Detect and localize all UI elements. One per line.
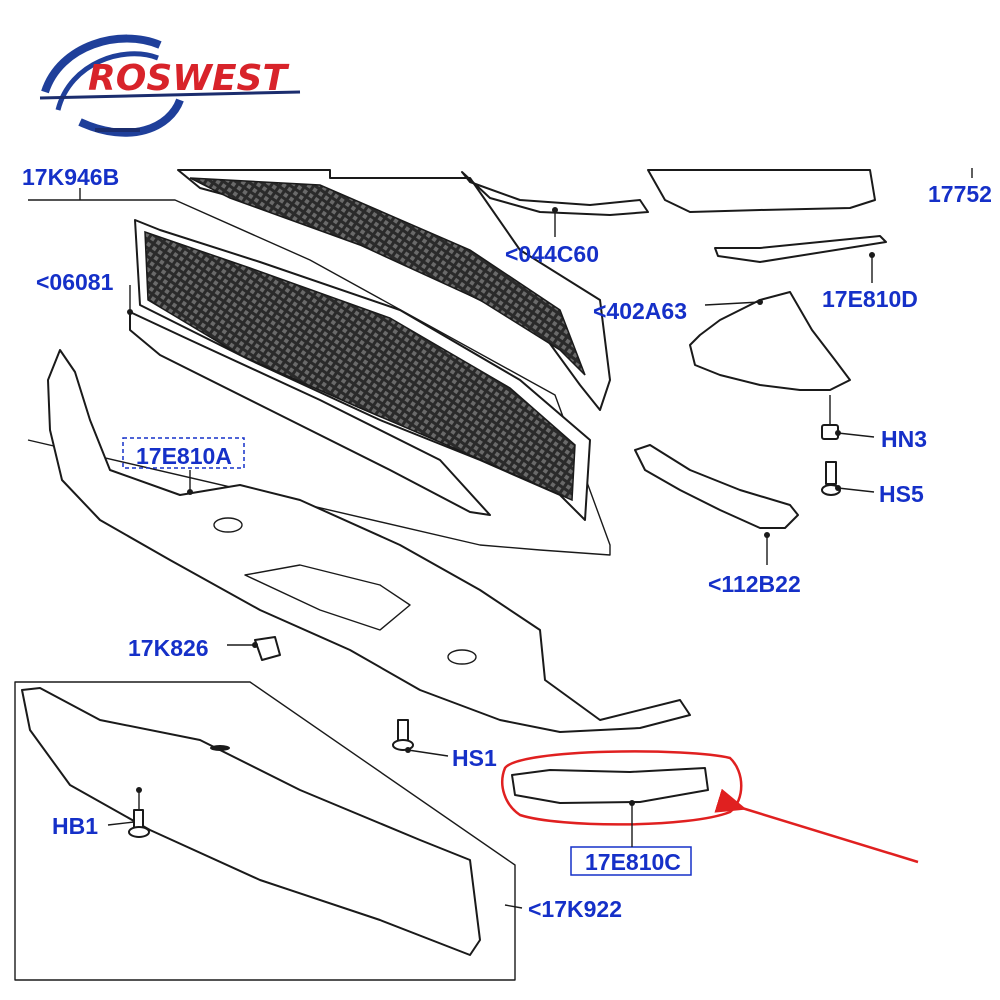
moulding-17E810D-part — [714, 235, 887, 263]
callout-labels: 17K946B <044C60 17752 <06081 17E810D <40… — [22, 164, 992, 922]
fastener-stack — [821, 395, 841, 496]
callout-17E810D: 17E810D — [822, 286, 918, 312]
callout-17E810C: 17E810C — [585, 849, 681, 875]
grille-group-frame — [27, 199, 611, 556]
callout-17K946B: 17K946B — [22, 164, 119, 190]
callout-HB1: HB1 — [52, 813, 98, 839]
callout-112B22: <112B22 — [708, 571, 801, 597]
callout-box-17E810A — [122, 437, 245, 469]
clip-17K826-part — [254, 636, 281, 661]
callout-box-17E810C — [570, 846, 692, 876]
callout-17E810A: 17E810A — [136, 443, 232, 469]
callout-17K922: <17K922 — [528, 896, 622, 922]
moulding-17E810C-part — [511, 767, 709, 804]
callout-17752: 17752 — [928, 181, 992, 207]
roswest-logo: ROSWEST — [39, 34, 301, 137]
logo-text: ROSWEST — [88, 58, 289, 99]
callout-HS5: HS5 — [879, 481, 924, 507]
fog-lamp-bezel-part — [461, 171, 649, 216]
panel-hole-left — [213, 517, 243, 533]
highlight-arrow — [714, 788, 919, 864]
panel-hole-right — [447, 649, 477, 665]
bumper-cover-upper-part — [647, 169, 876, 213]
panel-cutout — [244, 564, 411, 631]
upper-grille-part — [177, 169, 611, 411]
splash-shield-group-frame — [14, 681, 516, 981]
callout-402A63: <402A63 — [593, 298, 687, 324]
trim-112B22-part — [634, 444, 799, 529]
bracket-402A63-part — [689, 291, 851, 391]
leader-lines — [79, 168, 973, 909]
splash-shield-17K922 — [21, 687, 481, 956]
lower-grille-part — [129, 219, 591, 521]
callout-044C60: <044C60 — [505, 241, 599, 267]
callout-HN3: HN3 — [881, 426, 927, 452]
bolt-HS1 — [392, 719, 414, 751]
shield-slot — [210, 745, 230, 751]
callout-06081: <06081 — [36, 269, 114, 295]
callout-17K826: 17K826 — [128, 635, 209, 661]
tire-swoosh-icon — [39, 34, 301, 137]
callout-HS1: HS1 — [452, 745, 497, 771]
